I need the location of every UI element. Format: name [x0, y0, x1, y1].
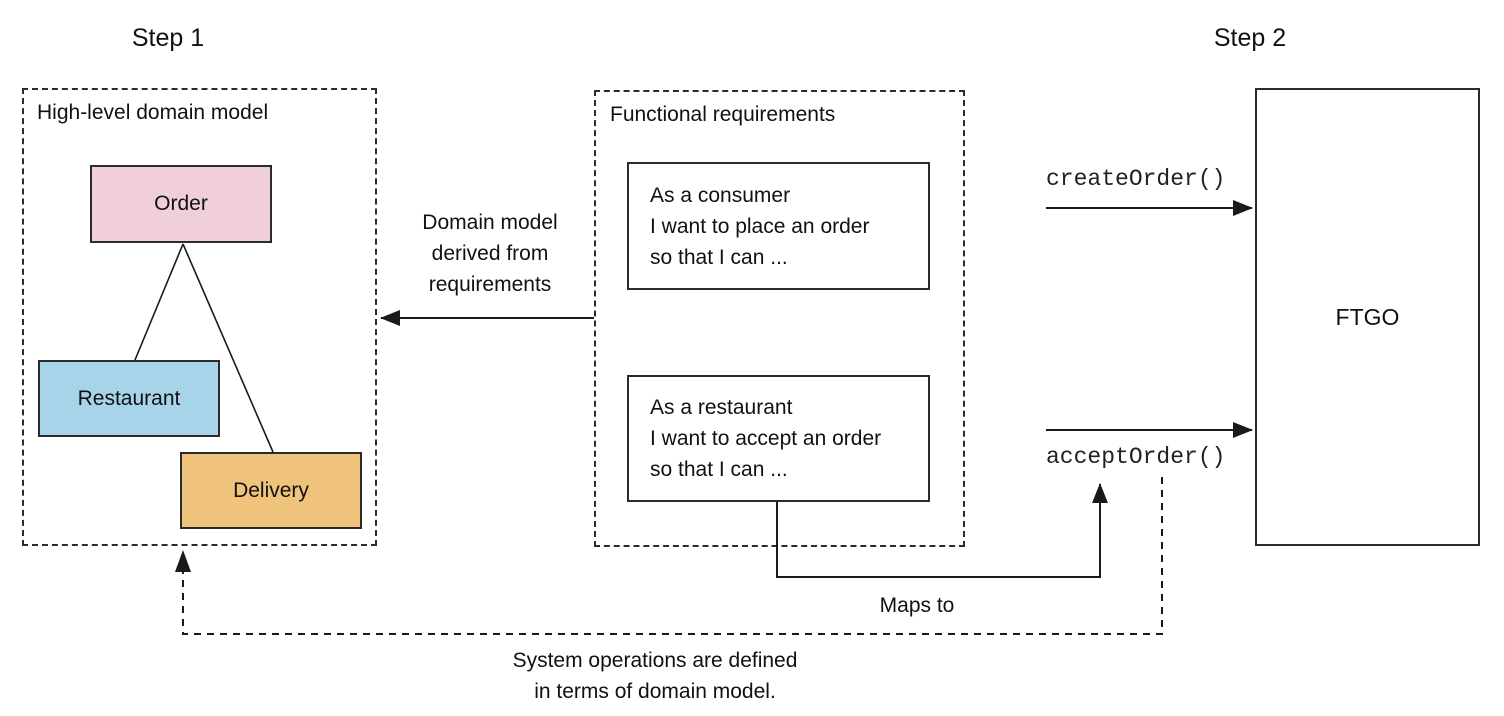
ftgo-label: FTGO — [1335, 303, 1400, 330]
ftgo-system-box: FTGO — [1255, 88, 1480, 546]
entity-box-restaurant: Restaurant — [38, 360, 220, 437]
annotation-system-operations: System operations are defined in terms o… — [512, 649, 798, 703]
story-line: As a restaurant — [650, 396, 793, 419]
accept-order-operation-label: acceptOrder() — [1046, 444, 1226, 470]
story-line: so that I can ... — [650, 245, 788, 269]
story-line: As a consumer — [650, 183, 791, 207]
entity-box-delivery: Delivery — [180, 452, 362, 529]
entity-label-restaurant: Restaurant — [77, 386, 181, 410]
annotation-maps-to: Maps to — [879, 594, 955, 617]
entity-label-delivery: Delivery — [233, 478, 309, 502]
user-story-card-consumer: As a consumer I want to place an order s… — [627, 162, 930, 290]
story-line: I want to accept an order — [650, 427, 882, 450]
user-story-card-restaurant: As a restaurant I want to accept an orde… — [627, 375, 930, 502]
entity-label-order: Order — [154, 192, 208, 215]
step1-title: Step 1 — [131, 24, 205, 52]
feedback-arrowhead — [175, 550, 191, 572]
story-line: so that I can ... — [650, 458, 788, 481]
story-line: I want to place an order — [650, 214, 870, 238]
create-order-operation-label: createOrder() — [1046, 166, 1226, 192]
functional-requirements-label: Functional requirements — [610, 103, 836, 126]
entity-box-order: Order — [90, 165, 272, 243]
annotation-domain-derived: Domain model derived from requirements — [422, 211, 558, 296]
domain-model-box-label: High-level domain model — [37, 101, 269, 124]
step2-title: Step 2 — [1213, 24, 1287, 52]
